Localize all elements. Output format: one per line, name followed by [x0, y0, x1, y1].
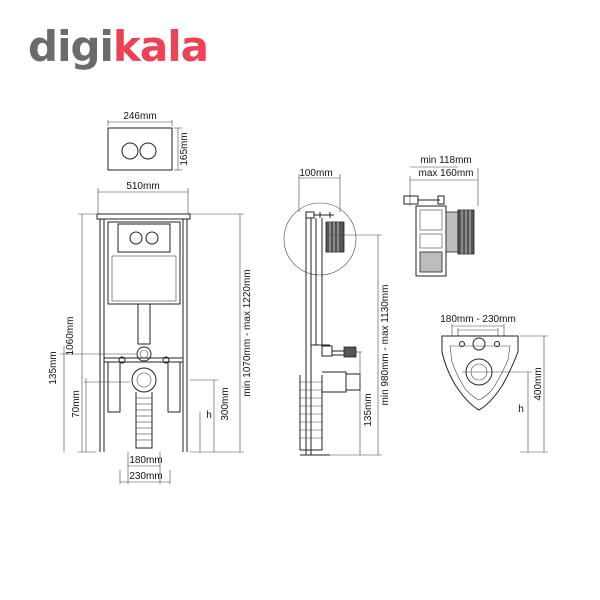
frame-leg-right — [167, 361, 181, 413]
flush-button-left — [121, 142, 139, 160]
label-width-180: 180mm — [129, 455, 162, 466]
cistern-button-right — [145, 231, 159, 245]
label-plate-height: 165mm — [179, 132, 190, 165]
flush-button-right — [139, 142, 157, 160]
flush-pipe-outlet — [136, 346, 152, 362]
frame-leg-left — [107, 361, 121, 413]
label-depth-100: 100mm — [299, 168, 332, 179]
label-h-bowl: h — [518, 404, 524, 415]
label-range-980-1130: min 980mm - max 1130mm — [380, 285, 391, 406]
label-height-400: 400mm — [533, 367, 544, 400]
label-height-1060: 1060mm — [65, 317, 76, 356]
label-range-180-230: 180mm - 230mm — [440, 314, 516, 325]
label-h-front: h — [206, 410, 212, 421]
side-view: 100mm min 980mm - max 1130mm — [283, 168, 391, 456]
side-flush-outlet — [343, 346, 357, 358]
drain-outlet — [131, 367, 157, 393]
frame — [96, 213, 191, 452]
label-range-1070-1220: min 1070mm - max 1220mm — [242, 269, 253, 396]
flush-plate-outline — [107, 127, 173, 171]
drain-pipe — [135, 392, 153, 449]
label-height-135: 135mm — [48, 351, 59, 384]
side-drain-pipe — [299, 375, 323, 451]
label-height-70: 70mm — [71, 390, 82, 418]
side-drain-elbow — [322, 371, 347, 393]
label-frame-width: 510mm — [126, 181, 159, 192]
side-flush-plate — [325, 221, 345, 253]
label-min-118: min 118mm — [420, 155, 472, 166]
cistern-tank — [107, 221, 181, 305]
label-width-230: 230mm — [129, 471, 162, 482]
brand-logo-part2: kala — [112, 22, 209, 71]
frame-top-bar — [96, 213, 191, 220]
bowl-view: 180mm - 230mm 400mm h — [440, 314, 548, 453]
flush-pipe — [137, 303, 151, 345]
detail-view: min 118mm max 160mm — [403, 155, 479, 277]
brand-logo-part1: digi — [28, 22, 114, 71]
label-plate-width: 246mm — [123, 111, 156, 122]
bowl-flush-inlet — [472, 337, 486, 351]
label-height-135-side: 135mm — [363, 393, 374, 426]
cistern-button-left — [129, 231, 143, 245]
detail-circle — [283, 202, 357, 276]
brand-logo: digikala — [28, 26, 209, 68]
label-height-300: 300mm — [220, 387, 231, 420]
flush-plate-top — [107, 120, 182, 171]
label-max-160: max 160mm — [418, 168, 473, 179]
front-view: 246mm 165mm 510mm — [48, 111, 253, 484]
